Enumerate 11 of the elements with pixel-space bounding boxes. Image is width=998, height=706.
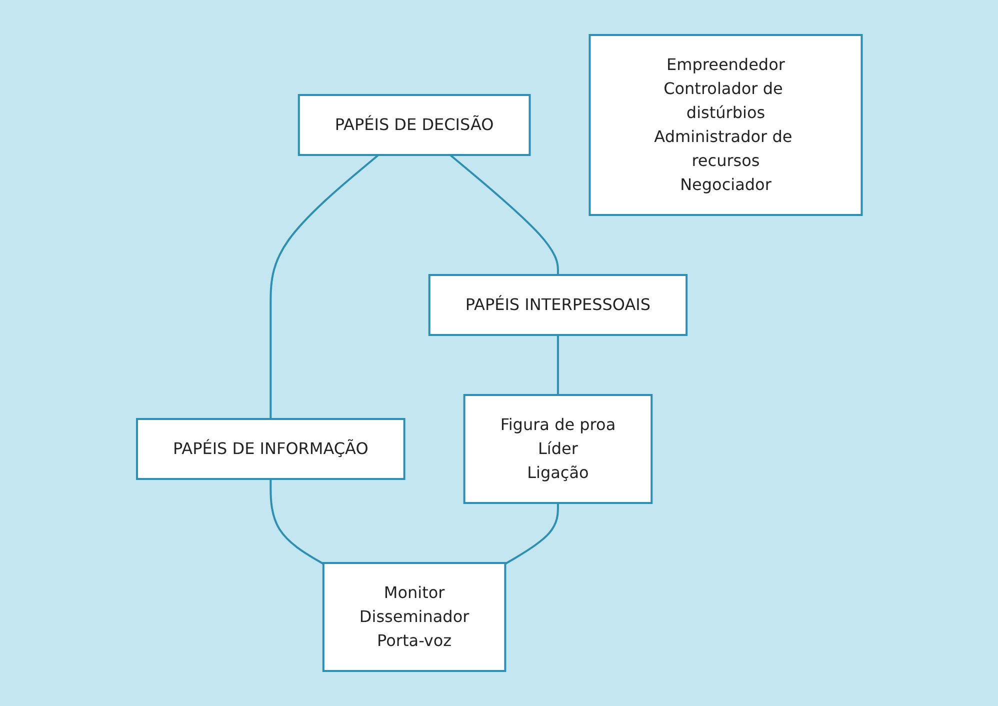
node-box: PAPÉIS DE DECISÃO [298,94,530,156]
connector [556,335,559,395]
node-box: Monitor Disseminador Porta-voz [322,562,506,672]
node-box: Empreendedor Controlador de distúrbios Administrador de recursos Negociador [588,34,862,216]
node-box: PAPÉIS INTERPESSOAIS [428,274,688,336]
connector [269,154,379,419]
connector [269,479,324,565]
connector [504,503,559,565]
connector [449,154,559,275]
node-box: Figura de proa Líder Ligação [462,394,652,504]
node-box: PAPÉIS DE INFORMAÇÃO [136,418,405,480]
